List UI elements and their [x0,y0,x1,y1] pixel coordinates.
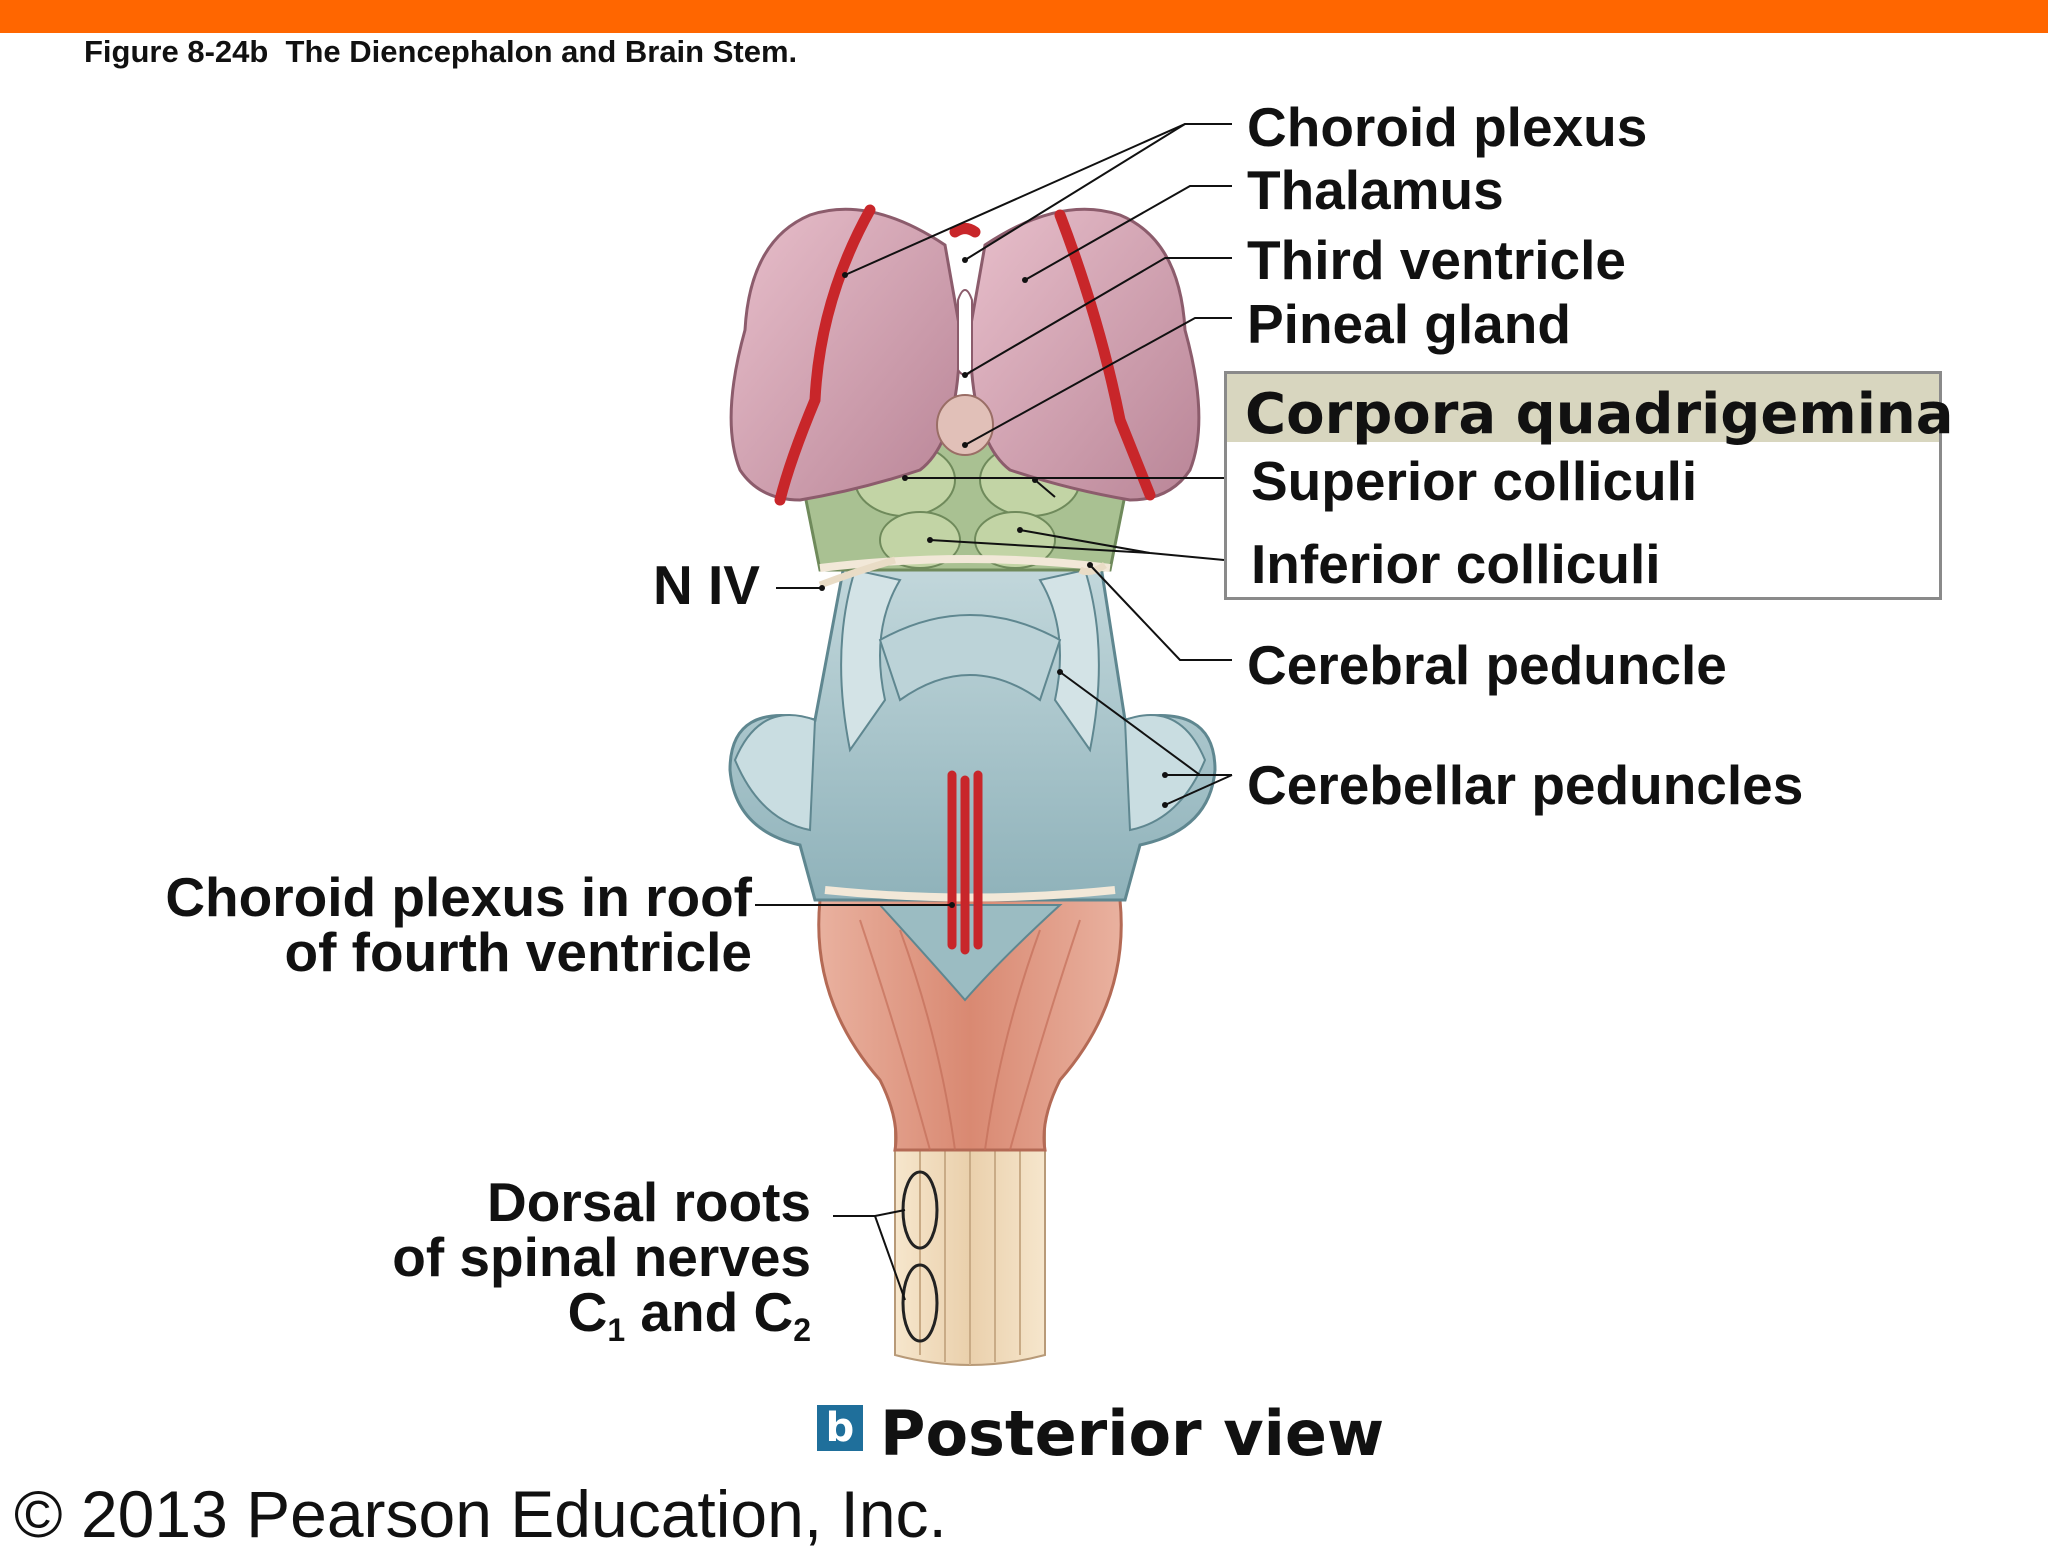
corpora-quadrigemina-box: Corpora quadrigemina Superior colliculi … [1224,371,1954,600]
label-choroid-roof-line2: of fourth ventricle [284,921,752,983]
inferior-colliculus-right [974,511,1056,569]
top-accent-bar [0,0,2048,33]
label-corpora-quadrigemina: Corpora quadrigemina [1245,382,1954,447]
pineal-gland [936,394,994,456]
label-c1-subscript: 1 [607,1312,626,1348]
label-third-ventricle: Third ventricle [1247,229,1626,291]
label-cerebral-peduncle: Cerebral peduncle [1247,634,1727,696]
label-cerebellar-peduncles: Cerebellar peduncles [1247,754,1804,816]
label-c2-subscript: 2 [793,1312,811,1348]
thalamus [729,207,1201,502]
corpora-quadrigemina-header: Corpora quadrigemina [1227,374,1954,447]
label-pineal-gland: Pineal gland [1247,293,1571,355]
label-c-letter: C [567,1281,608,1343]
leader-dots [819,257,1168,908]
figure-title: Figure 8-24b The Diencephalon and Brain … [84,34,798,69]
medulla [817,898,1123,1152]
label-thalamus: Thalamus [1247,159,1504,221]
label-dorsal-roots-line2: of spinal nerves [392,1226,811,1288]
view-badge: b [817,1405,863,1451]
label-dorsal-roots-line3: C1 and C2 [568,1285,811,1348]
label-choroid-plexus: Choroid plexus [1247,96,1648,158]
inferior-colliculus-left [879,511,961,569]
label-and-c: and C [625,1281,794,1343]
label-superior-colliculi: Superior colliculi [1251,450,1698,512]
label-choroid-roof-line1: Choroid plexus in roof [165,866,752,928]
leader-lines [755,123,1233,1301]
label-inferior-colliculi: Inferior colliculi [1251,533,1661,595]
label-dorsal-roots-line1: Dorsal roots [487,1171,811,1233]
view-label: Posterior view [880,1397,1385,1470]
label-n-iv: N IV [653,554,760,616]
choroid-plexus [774,204,1156,955]
trochlear-nerves [818,556,1107,589]
spinal-cord [894,1129,1046,1366]
cerebellar-peduncles [728,558,1217,902]
copyright-notice: © 2013 Pearson Education, Inc. [14,1477,947,1551]
